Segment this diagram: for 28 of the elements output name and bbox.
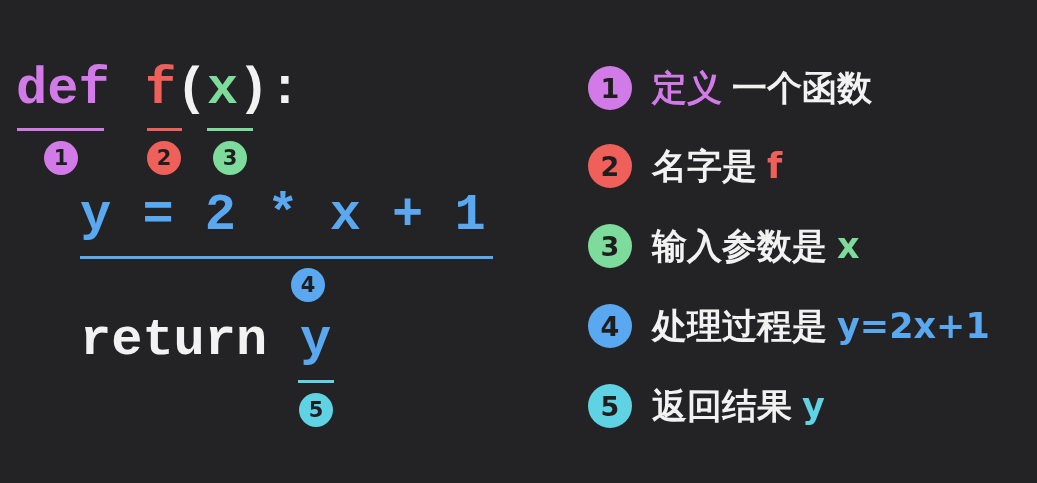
code-text: ): [238, 60, 301, 120]
explanation-text: x [837, 226, 860, 266]
explanation-text: 处理过程是 [652, 304, 827, 348]
callout-number: 1 [44, 141, 78, 175]
explanation-text: 返回结果 [652, 384, 792, 428]
explanation-text: 输入参数是 [652, 224, 827, 268]
explanation-text: y [802, 386, 825, 426]
callout-number: 3 [213, 141, 247, 175]
callout-number: 2 [588, 144, 632, 188]
callout-number: 2 [147, 141, 181, 175]
explanation-text: f [767, 146, 783, 186]
explanation-text: 定义 [652, 66, 722, 110]
callout-number: 4 [291, 268, 325, 302]
explanation-text: y=2x+1 [837, 306, 990, 346]
code-text: def [16, 60, 110, 120]
code-text: x [207, 60, 239, 120]
code-text: return [80, 311, 268, 371]
code-text: y = 2 * x + 1 [80, 186, 486, 246]
callout-number: 5 [588, 384, 632, 428]
callout-number: 5 [299, 393, 333, 427]
callout-number: 1 [588, 66, 632, 110]
code-text: y [300, 311, 332, 371]
code-text: f [145, 60, 177, 120]
explanation-text: 一个函数 [732, 66, 872, 110]
explanation-text: 名字是 [652, 144, 757, 188]
callout-number: 3 [588, 224, 632, 268]
callout-number: 4 [588, 304, 632, 348]
code-text: ( [176, 60, 208, 120]
